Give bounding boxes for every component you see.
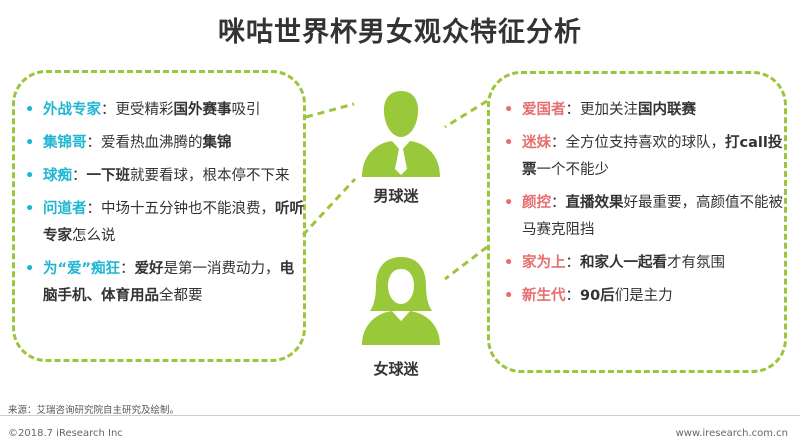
- male-trait-item: • 外战专家：更受精彩国外赛事吸引: [25, 97, 307, 124]
- female-trait-text: 全方位支持喜欢的球队，: [565, 135, 726, 151]
- separator: ：: [565, 255, 581, 271]
- female-trait-highlight: 打call投票: [522, 135, 783, 178]
- male-trait-keyword: 球痴: [43, 168, 72, 184]
- female-trait-text: 一个不能少: [536, 162, 610, 178]
- male-trait-keyword: 问道者: [43, 201, 87, 217]
- bullet-icon: •: [504, 135, 514, 151]
- bullet-icon: •: [25, 168, 35, 184]
- separator: ：: [565, 102, 581, 118]
- female-trait-keyword: 颜控: [522, 195, 551, 211]
- separator: ：: [565, 288, 581, 304]
- female-trait-text: 才有氛围: [667, 255, 725, 271]
- male-trait-item: • 集锦哥：爱看热血沸腾的集锦: [25, 130, 307, 157]
- male-trait-text: 吸引: [231, 102, 261, 118]
- source-note: 来源：艾瑞咨询研究院自主研究及绘制。: [8, 405, 180, 416]
- male-trait-keyword: 为“爱”痴狂: [43, 261, 121, 277]
- bullet-icon: •: [25, 261, 35, 277]
- female-trait-item: • 迷妹：全方位支持喜欢的球队，打call投票一个不能少: [504, 130, 784, 184]
- female-trait-item: • 颜控：直播效果好最重要，高颜值不能被马赛克阻挡: [504, 190, 784, 244]
- separator: ：: [72, 168, 87, 184]
- male-trait-text: 怎么说: [72, 228, 116, 244]
- female-trait-keyword: 新生代: [522, 288, 566, 304]
- bullet-icon: •: [25, 102, 35, 118]
- male-trait-highlight: 听听专家: [43, 201, 304, 244]
- male-trait-text: 更受精彩: [115, 102, 174, 118]
- male-trait-highlight: 一下班: [86, 168, 131, 184]
- male-traits-frame: [12, 70, 306, 362]
- male-trait-text: 是第一消费动力，: [163, 261, 280, 277]
- female-trait-highlight: 国内联赛: [638, 102, 696, 118]
- male-traits-list: •外战专家：更受精彩国外赛事吸引•集锦哥：爱看热血沸腾的集锦•球痴：一下班就要看…: [25, 97, 307, 316]
- separator: ：: [101, 102, 116, 118]
- separator: ：: [551, 195, 566, 211]
- bullet-icon: •: [504, 102, 514, 118]
- male-trait-highlight: 国外赛事: [173, 102, 232, 118]
- female-trait-keyword: 迷妹: [522, 135, 551, 151]
- separator: ：: [86, 135, 102, 151]
- male-trait-highlight: 集锦: [202, 135, 232, 151]
- female-trait-highlight: 直播效果: [565, 195, 624, 211]
- female-fan-label: 女球迷: [373, 360, 419, 378]
- bullet-icon: •: [25, 201, 35, 217]
- female-traits-list: •爱国者：更加关注国内联赛•迷妹：全方位支持喜欢的球队，打call投票一个不能少…: [504, 97, 784, 316]
- female-fan-icon: [362, 257, 440, 345]
- male-trait-text: 全都要: [159, 288, 203, 304]
- page-title: 咪咕世界杯男女观众特征分析: [218, 17, 582, 48]
- footer-divider: [0, 415, 800, 416]
- female-trait-item: • 家为上：和家人一起看才有氛围: [504, 250, 784, 277]
- website-text: www.iresearch.com.cn: [675, 428, 788, 439]
- separator: ：: [551, 135, 566, 151]
- female-traits-frame: [487, 71, 787, 373]
- male-trait-text: 中场十五分钟也不能浪费，: [101, 201, 275, 217]
- male-trait-highlight: 电脑手机、体育用品: [43, 261, 295, 304]
- bullet-icon: •: [504, 288, 514, 304]
- bullet-icon: •: [504, 255, 514, 271]
- male-trait-item: • 问道者：中场十五分钟也不能浪费，听听专家怎么说: [25, 196, 307, 250]
- male-trait-highlight: 爱好: [134, 261, 164, 277]
- female-trait-text: 更加关注: [580, 102, 638, 118]
- separator: ：: [86, 201, 102, 217]
- male-trait-item: • 球痴：一下班就要看球，根本停不下来: [25, 163, 307, 190]
- female-trait-item: • 爱国者：更加关注国内联赛: [504, 97, 784, 124]
- female-trait-text: 好最重要，高颜值不能被马赛克阻挡: [522, 195, 783, 238]
- female-trait-highlight: 90后: [580, 288, 615, 304]
- copyright-text: ©2018.7 iResearch Inc: [8, 428, 123, 439]
- male-trait-keyword: 集锦哥: [43, 135, 87, 151]
- female-trait-keyword: 爱国者: [522, 102, 566, 118]
- male-fan-label: 男球迷: [373, 187, 419, 205]
- bullet-icon: •: [25, 135, 35, 151]
- male-trait-text: 就要看球，根本停不下来: [130, 168, 290, 184]
- male-fan-icon: [362, 91, 440, 177]
- male-trait-keyword: 外战专家: [43, 102, 101, 118]
- male-trait-item: • 为“爱”痴狂：爱好是第一消费动力，电脑手机、体育用品全都要: [25, 256, 307, 310]
- separator: ：: [120, 261, 135, 277]
- female-trait-item: • 新生代：90后们是主力: [504, 283, 784, 310]
- female-trait-keyword: 家为上: [522, 255, 566, 271]
- female-trait-highlight: 和家人一起看: [580, 255, 667, 271]
- male-trait-text: 爱看热血沸腾的: [101, 135, 203, 151]
- bullet-icon: •: [504, 195, 514, 211]
- female-trait-text: 们是主力: [614, 288, 673, 304]
